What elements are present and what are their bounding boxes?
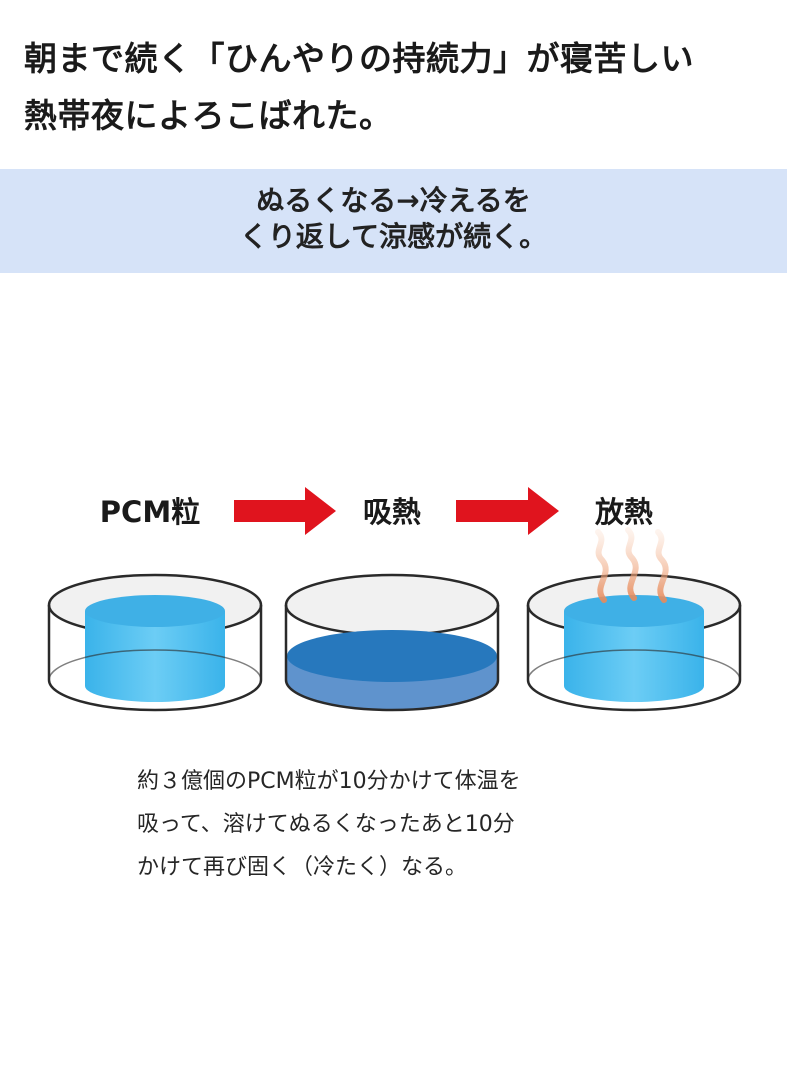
headline-line-1: 朝まで続く「ひんやりの持続力」が寝苦しい xyxy=(24,39,694,78)
stage-label-pcm: PCM粒 xyxy=(100,495,200,529)
right-arrow-icon xyxy=(456,487,559,535)
headline-line-2: 熱帯夜によろこばれた。 xyxy=(24,96,393,135)
container-solid xyxy=(47,573,263,712)
subheading-banner: ぬるくなる→冷えるを くり返して涼感が続く。 xyxy=(0,169,787,273)
pcm-process-diagram: PCM粒 吸熱 放熱 xyxy=(47,487,742,712)
right-arrow-icon xyxy=(234,487,336,535)
banner-line-2: くり返して涼感が続く。 xyxy=(239,220,548,253)
stage-label-release: 放熱 xyxy=(594,495,653,529)
container-melted xyxy=(284,573,500,712)
caption-line-1: 約３億個のPCM粒が10分かけて体温を xyxy=(137,769,521,794)
caption: 約３億個のPCM粒が10分かけて体温を 吸って、溶けてぬるくなったあと10分 か… xyxy=(137,760,697,889)
banner-line-1: ぬるくなる→冷えるを xyxy=(256,184,531,217)
headline: 朝まで続く「ひんやりの持続力」が寝苦しい 熱帯夜によろこばれた。 xyxy=(24,30,764,144)
caption-line-2: 吸って、溶けてぬるくなったあと10分 xyxy=(137,812,515,837)
caption-line-3: かけて再び固く（冷たく）なる。 xyxy=(137,855,468,880)
heat-waves-icon xyxy=(595,527,669,603)
container-resolidified xyxy=(526,573,742,712)
stage-label-absorb: 吸熱 xyxy=(363,495,421,529)
